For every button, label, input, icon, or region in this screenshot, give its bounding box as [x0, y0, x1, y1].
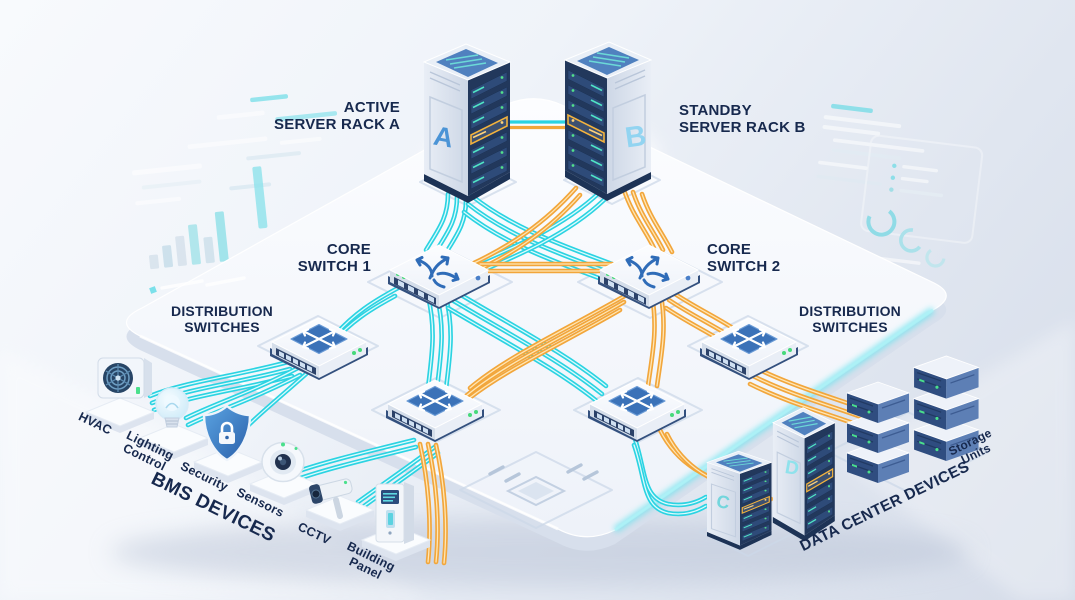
security-shield-icon	[202, 404, 252, 462]
label-rack-b-line1: STANDBY	[679, 102, 752, 119]
label-rack-b-line2: SERVER RACK B	[679, 119, 806, 137]
sensor-icon	[261, 441, 305, 483]
building-panel-icon	[375, 482, 414, 544]
label-distribution-left: DISTRIBUTION SWITCHES	[171, 303, 273, 335]
label-core-switch-2: CORE SWITCH 2	[707, 241, 780, 276]
label-distribution-right: DISTRIBUTION SWITCHES	[799, 303, 901, 335]
server-rack-d: D	[772, 407, 836, 542]
cable-rack-a-to-rack-b	[495, 119, 580, 130]
bms-devices-group	[85, 357, 431, 562]
floor-sheen-right	[840, 320, 1075, 600]
rack-c-letter: C	[715, 491, 731, 513]
label-core-switch-1: CORE SWITCH 1	[298, 241, 371, 276]
label-distribution-right-line1: DISTRIBUTION	[799, 303, 901, 319]
label-rack-a-line2: SERVER RACK A	[274, 116, 400, 134]
label-core-switch-2-line2: SWITCH 2	[707, 258, 781, 276]
label-core-switch-2-line1: CORE	[707, 241, 752, 258]
label-rack-a-line1: ACTIVE	[343, 99, 400, 116]
cctv-camera-icon	[309, 478, 353, 519]
rack-b-letter: B	[623, 120, 648, 155]
label-distribution-right-line2: SWITCHES	[812, 319, 888, 336]
label-core-switch-1-line1: CORE	[326, 241, 371, 258]
label-distribution-left-line2: SWITCHES	[184, 319, 260, 336]
label-core-switch-1-line2: SWITCH 1	[297, 258, 371, 276]
hvac-icon	[97, 357, 152, 399]
datacenter-devices-group: D C	[706, 356, 979, 551]
storage-unit-1	[847, 382, 909, 483]
background-dashboard-left	[132, 94, 338, 270]
main-platform	[110, 98, 970, 586]
lighting-bulb-icon	[155, 387, 189, 428]
label-rack-b: STANDBY SERVER RACK B	[679, 102, 806, 137]
label-rack-a: ACTIVE SERVER RACK A	[274, 99, 400, 134]
server-rack-a: A	[423, 43, 511, 204]
rack-d-letter: D	[783, 457, 800, 480]
server-rack-c: C	[706, 450, 773, 551]
server-rack-b: B	[564, 41, 652, 202]
label-distribution-left-line1: DISTRIBUTION	[171, 303, 273, 319]
